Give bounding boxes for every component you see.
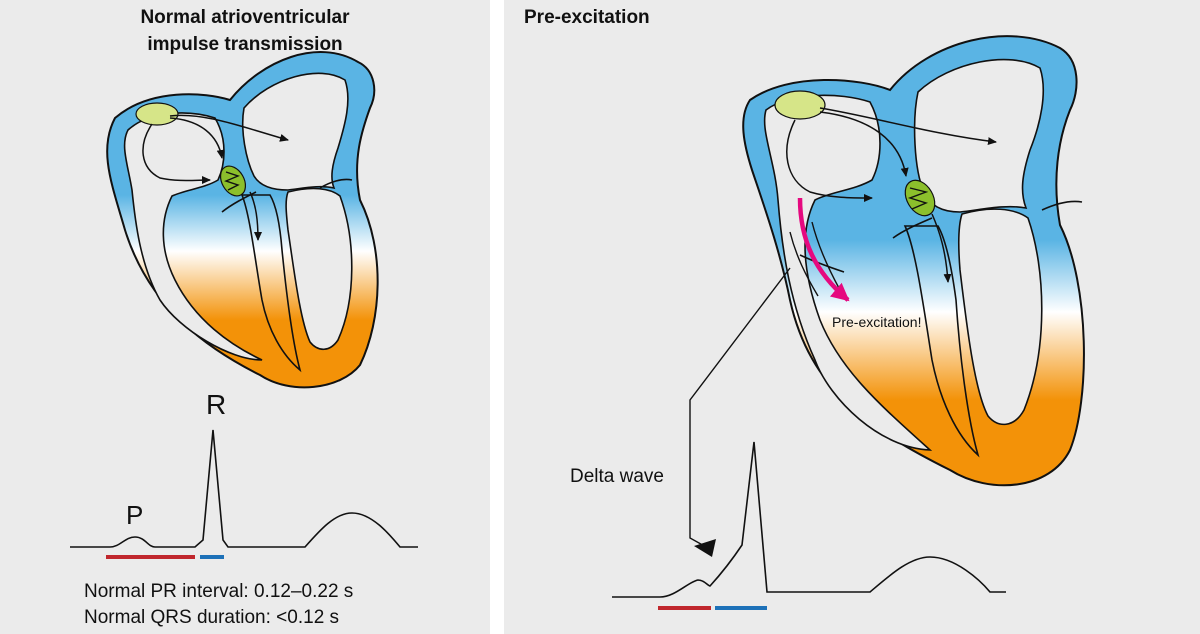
left-atrium-cavity: [241, 72, 349, 191]
arrow-sa-loop-r: [786, 119, 873, 202]
heart-pre-excitation: Pre-excitation!: [742, 35, 1085, 487]
arrow-av-to-his: [249, 191, 262, 241]
av-node-right: [904, 179, 936, 217]
valve-flap-right-r: [1041, 200, 1083, 211]
valve-flap-left: [221, 191, 257, 213]
ecg-label-p: P: [126, 500, 143, 530]
pre-excitation-label: Pre-excitation!: [832, 314, 921, 330]
left-ventricle-cavity-r: [957, 208, 1043, 426]
valve-flap-right: [319, 178, 353, 189]
left-ventricle-cavity: [285, 187, 353, 351]
pr-interval-note: Normal PR interval: 0.12–0.22 s: [84, 581, 354, 602]
accessory-pathway-line-1: [789, 231, 819, 297]
arrow-av-to-his-r: [931, 213, 952, 283]
accessory-flap: [799, 254, 845, 273]
right-atrium-cavity: [123, 112, 263, 361]
title-pre-excitation: Pre-excitation: [524, 7, 650, 28]
ecg-pre-excitation: [612, 441, 1006, 610]
sa-node-right: [774, 90, 826, 120]
arrow-sa-to-av-r: [819, 111, 909, 177]
av-node-left: [219, 165, 247, 197]
ecg-trace-normal: [70, 429, 418, 548]
title-line-2: impulse transmission: [147, 34, 343, 55]
pre-excitation-arrow: [797, 197, 850, 302]
ecg-trace-pre-excitation: [612, 441, 1006, 598]
ecg-normal: P R: [70, 389, 418, 559]
septum-r: [903, 225, 980, 458]
delta-wave-label: Delta wave: [570, 466, 664, 487]
title-line-1: Normal atrioventricular: [140, 7, 350, 28]
delta-pointer: [694, 539, 716, 557]
sa-node-left: [135, 102, 179, 126]
arrow-sa-loop: [142, 123, 211, 185]
title-normal-conduction: Normal atrioventricular impulse transmis…: [20, 4, 470, 58]
valve-flap-left-r: [892, 217, 933, 239]
heart-normal: [106, 51, 379, 389]
qrs-duration-note: Normal QRS duration: <0.12 s: [84, 607, 340, 628]
delta-leader-line: [689, 267, 791, 549]
arrow-sa-to-av: [169, 117, 225, 159]
arrow-sa-to-atria: [169, 114, 289, 142]
arrow-sa-to-atria-r: [819, 107, 997, 146]
ecg-label-r: R: [206, 389, 226, 420]
